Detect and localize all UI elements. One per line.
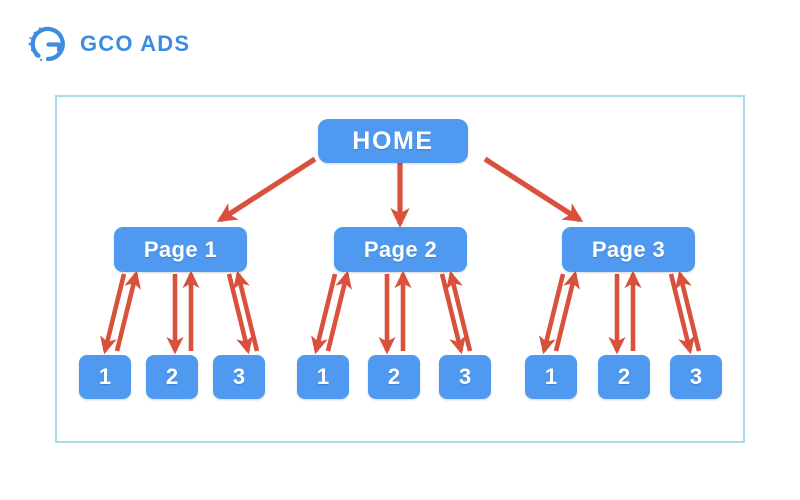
node-leaf-g2-1[interactable]: 1 [297, 355, 349, 399]
node-leaf-g3-2[interactable]: 2 [598, 355, 650, 399]
arrow-page2-to-leaf3 [439, 273, 466, 355]
arrow-leaf1-to-page2 [325, 270, 352, 352]
arrow-home-to-page3 [483, 156, 584, 223]
arrow-page1-to-leaf1 [100, 273, 127, 355]
node-leaf-g1-3[interactable]: 3 [213, 355, 265, 399]
arrows-layer [100, 156, 702, 355]
arrow-leaf3-to-page2 [446, 270, 473, 352]
arrow-leaf1-to-page1 [114, 270, 141, 352]
diagram-frame: HOME Page 1 Page 2 Page 3 1 2 3 1 2 3 1 … [55, 95, 745, 443]
arrow-page1-to-leaf3 [226, 273, 253, 355]
node-leaf-g3-3[interactable]: 3 [670, 355, 722, 399]
node-page-3[interactable]: Page 3 [562, 227, 695, 272]
node-page-2[interactable]: Page 2 [334, 227, 467, 272]
brand-name: GCO ADS [80, 31, 191, 56]
gco-circular-g-logo-icon [26, 22, 70, 66]
brand-logo[interactable]: GCO ADS [26, 22, 190, 66]
arrow-page2-to-leaf1 [311, 273, 338, 355]
arrow-home-to-page1 [216, 156, 317, 223]
node-leaf-g1-2[interactable]: 2 [146, 355, 198, 399]
node-home[interactable]: HOME [318, 119, 468, 163]
node-page-1[interactable]: Page 1 [114, 227, 247, 272]
diagram-canvas: HOME Page 1 Page 2 Page 3 1 2 3 1 2 3 1 … [57, 97, 743, 441]
arrow-leaf3-to-page3 [675, 270, 702, 352]
node-leaf-g3-1[interactable]: 1 [525, 355, 577, 399]
node-leaf-g2-2[interactable]: 2 [368, 355, 420, 399]
node-leaf-g1-1[interactable]: 1 [79, 355, 131, 399]
arrow-leaf1-to-page3 [553, 270, 580, 352]
arrow-leaf3-to-page1 [233, 270, 260, 352]
arrow-page3-to-leaf3 [668, 273, 695, 355]
node-leaf-g2-3[interactable]: 3 [439, 355, 491, 399]
arrow-page3-to-leaf1 [539, 273, 566, 355]
